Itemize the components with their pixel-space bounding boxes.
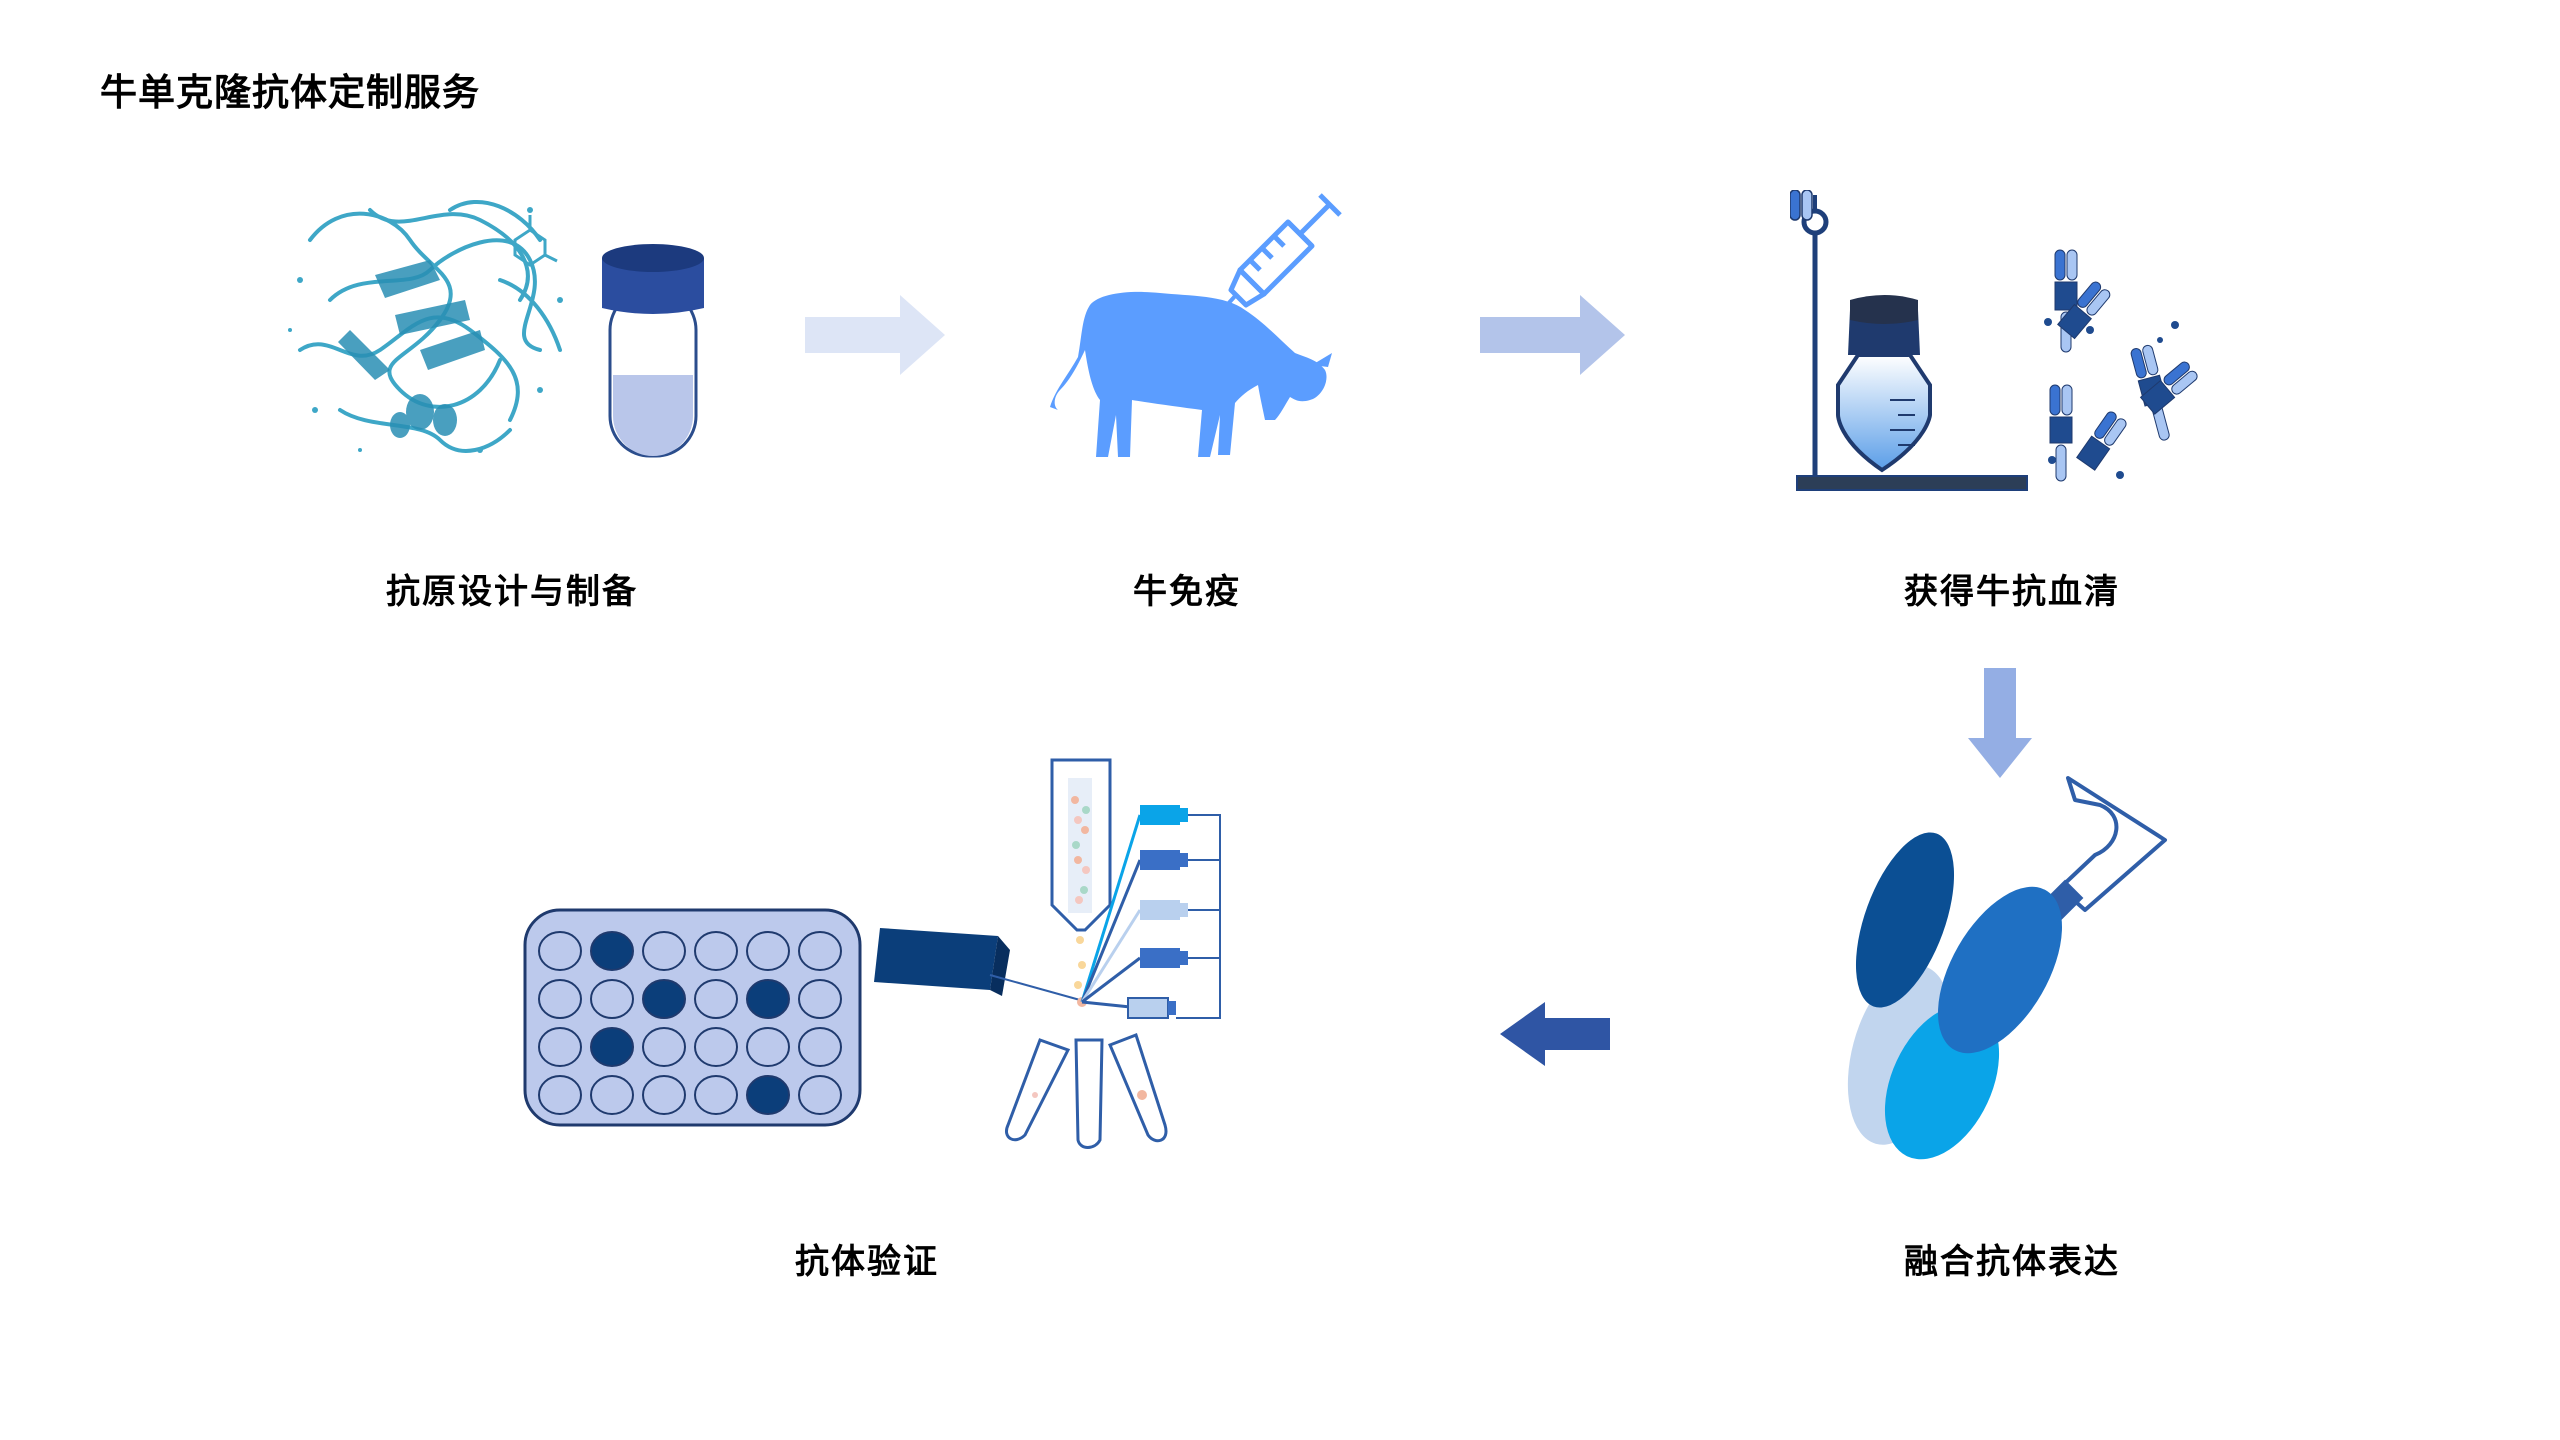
- step-label-immunization: 牛免疫: [1133, 572, 1241, 612]
- well: [798, 979, 842, 1019]
- cow-syringe-icon: [1050, 175, 1390, 465]
- fusion-antibody-icon: [1820, 770, 2200, 1170]
- well: [642, 1075, 686, 1115]
- well: [746, 1075, 790, 1115]
- protein-and-tube-icon: [280, 180, 720, 480]
- arrow-down-icon: [1968, 668, 2032, 778]
- well: [798, 1075, 842, 1115]
- well: [642, 979, 686, 1019]
- well: [694, 979, 738, 1019]
- arrow-right-icon: [1480, 295, 1625, 375]
- well: [798, 931, 842, 971]
- serum-bottle-antibodies-icon: [1790, 190, 2220, 510]
- well: [642, 931, 686, 971]
- arrow-left-icon: [1500, 1002, 1610, 1066]
- well: [590, 931, 634, 971]
- well: [798, 1027, 842, 1067]
- well: [590, 979, 634, 1019]
- well: [694, 1027, 738, 1067]
- step-label-serum: 获得牛抗血清: [1904, 572, 2120, 612]
- step-label-validation: 抗体验证: [795, 1242, 939, 1282]
- well: [642, 1027, 686, 1067]
- step-label-fusion-expression: 融合抗体表达: [1904, 1242, 2120, 1282]
- well: [538, 1075, 582, 1115]
- elisa-plate-flow-sorter-icon: [520, 750, 1240, 1150]
- page-title: 牛单克隆抗体定制服务: [100, 71, 480, 114]
- well: [538, 931, 582, 971]
- step-label-antigen: 抗原设计与制备: [386, 572, 638, 612]
- well: [746, 1027, 790, 1067]
- well: [590, 1075, 634, 1115]
- well: [694, 931, 738, 971]
- well: [746, 979, 790, 1019]
- well: [538, 1027, 582, 1067]
- well: [746, 931, 790, 971]
- well: [538, 979, 582, 1019]
- well: [694, 1075, 738, 1115]
- arrow-right-icon: [805, 295, 945, 375]
- well: [590, 1027, 634, 1067]
